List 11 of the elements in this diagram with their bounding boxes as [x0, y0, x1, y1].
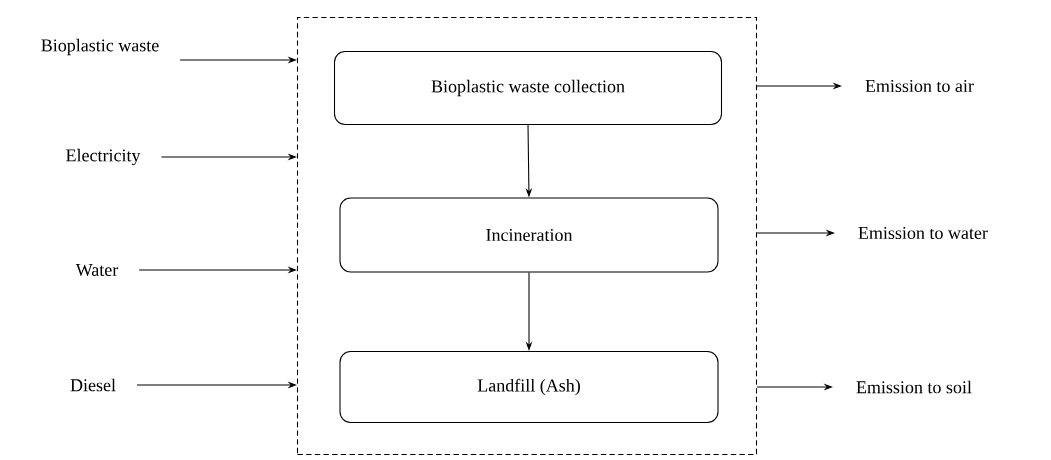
output-label: Emission to soil	[856, 380, 972, 394]
output-label: Emission to water	[858, 226, 988, 240]
input-label: Diesel	[70, 378, 116, 392]
input-label: Water	[75, 263, 119, 276]
system-boundary	[296, 16, 758, 456]
process-box: Landfill (Ash)	[339, 350, 719, 424]
output-label: Emission to air	[865, 79, 974, 93]
process-box: Bioplastic waste collection	[333, 50, 723, 126]
input-label: Bioplastic waste	[41, 38, 159, 56]
input-label: Electricity	[66, 148, 141, 166]
process-box: Incineration	[339, 197, 719, 273]
